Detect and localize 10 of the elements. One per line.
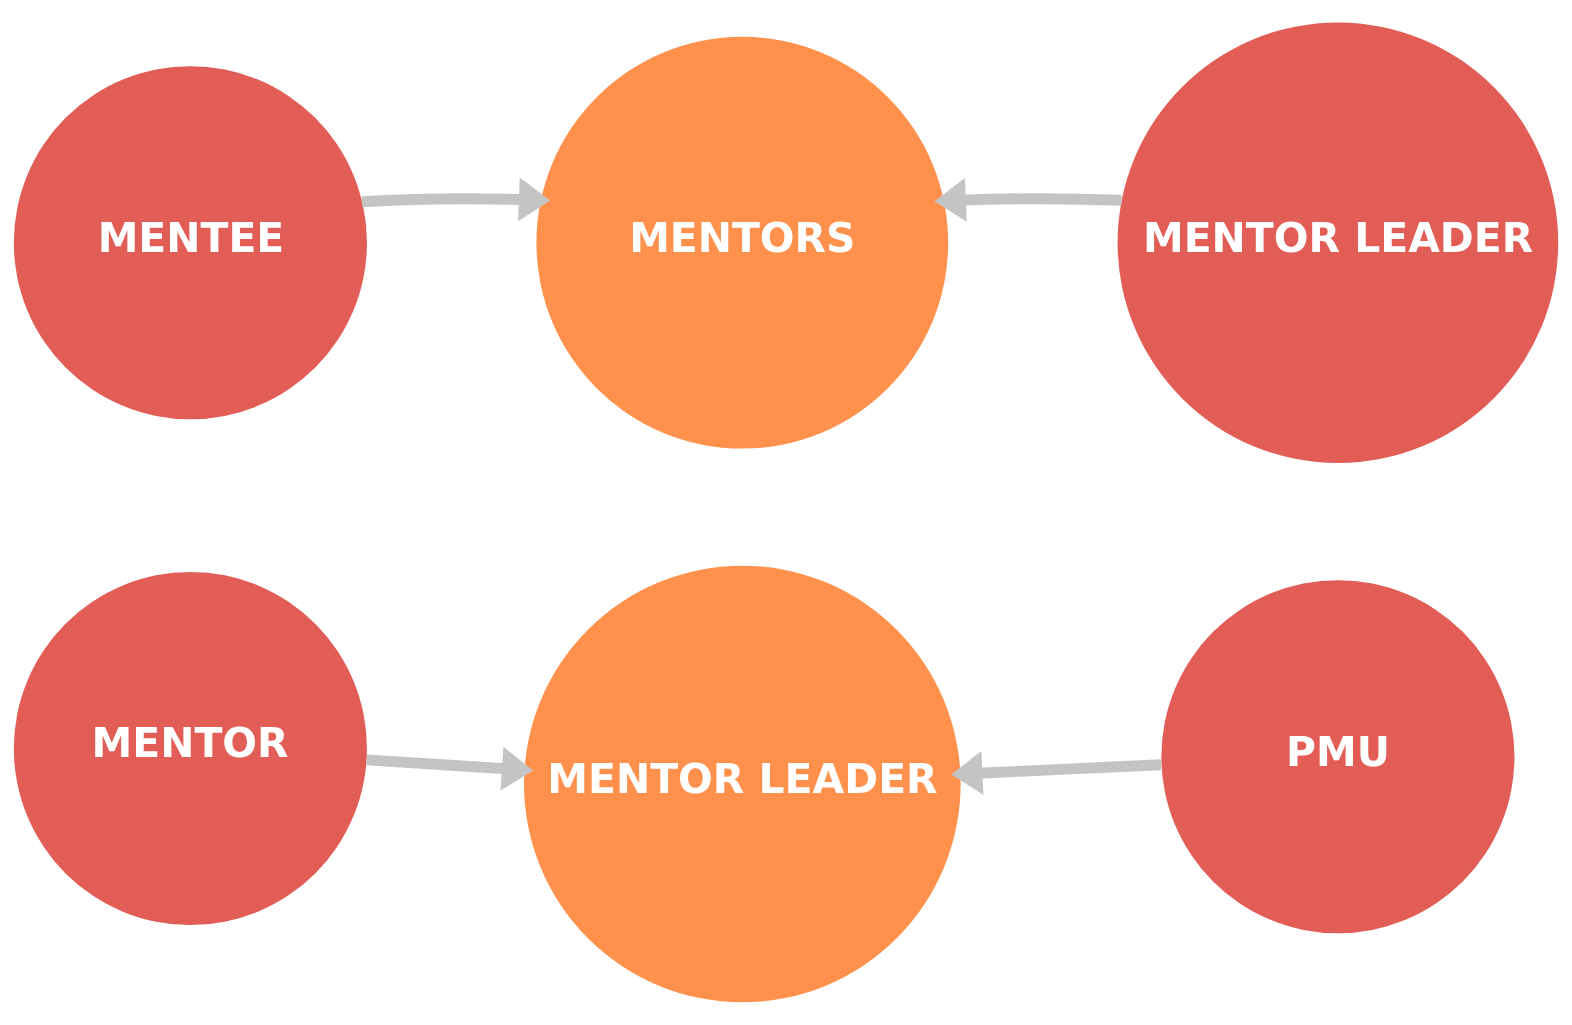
arrow bbox=[951, 751, 1162, 795]
node-circle: MENTORS bbox=[536, 36, 949, 449]
arrow bbox=[361, 177, 551, 222]
node-circle: MENTOR bbox=[13, 572, 367, 926]
node-circle: MENTOR LEADER bbox=[1117, 22, 1559, 464]
node-circle: PMU bbox=[1161, 580, 1515, 934]
node-circle: MENTEE bbox=[13, 66, 367, 420]
node-circle: MENTOR LEADER bbox=[524, 565, 961, 1003]
arrow bbox=[366, 746, 534, 791]
arrow bbox=[934, 178, 1122, 222]
